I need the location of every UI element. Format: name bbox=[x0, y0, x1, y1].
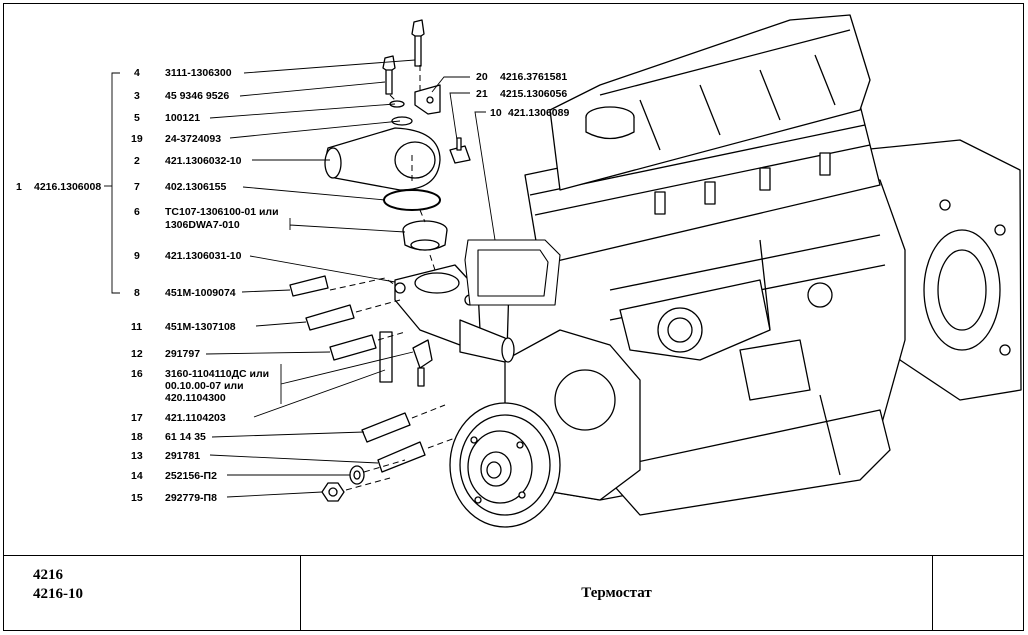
callout-number: 2 bbox=[134, 155, 140, 167]
callout-code: 24-3724093 bbox=[165, 133, 221, 145]
callout-number: 17 bbox=[131, 412, 143, 424]
callout-number: 14 bbox=[131, 470, 143, 482]
callout-code: 45 9346 9526 bbox=[165, 90, 229, 102]
callout-number: 12 bbox=[131, 348, 143, 360]
callout-code: 61 14 35 bbox=[165, 431, 206, 443]
title-block: 4216 4216-10 Термостат bbox=[3, 555, 1024, 631]
callout-number: 15 bbox=[131, 492, 143, 504]
callout-code: 421.1104203 bbox=[165, 412, 226, 424]
callout-code-line2: 00.10.00-07 или bbox=[165, 380, 244, 392]
callout-code: 3111-1306300 bbox=[165, 67, 232, 79]
callout-number: 5 bbox=[134, 112, 140, 124]
assembly-code: 4216.1306008 bbox=[34, 181, 101, 193]
callout-code: 291797 bbox=[165, 348, 200, 360]
callout-code: 252156-П2 bbox=[165, 470, 217, 482]
callout-code: 3160-1104110ДС или bbox=[165, 368, 269, 380]
callout-code: 402.1306155 bbox=[165, 181, 226, 193]
callout-code: 421.1306032-10 bbox=[165, 155, 242, 167]
model-1: 4216 bbox=[33, 567, 63, 583]
model-2: 4216-10 bbox=[33, 586, 83, 602]
callout-number: 3 bbox=[134, 90, 140, 102]
callout-number: 13 bbox=[131, 450, 143, 462]
assembly-axis-lines bbox=[329, 65, 456, 491]
model-cell: 4216 4216-10 bbox=[3, 556, 301, 630]
callout-number: 7 bbox=[134, 181, 140, 193]
callout-number: 9 bbox=[134, 250, 140, 262]
extra-cell bbox=[933, 556, 1022, 630]
callout-code: 421.1306031-10 bbox=[165, 250, 242, 262]
callout-number: 11 bbox=[131, 321, 142, 333]
thermostat-parts bbox=[289, 19, 561, 502]
callout-number: 20 bbox=[476, 71, 488, 83]
drawing-frame bbox=[3, 3, 1024, 631]
callout-code-line3: 420.1104300 bbox=[165, 392, 226, 404]
callout-number: 16 bbox=[131, 368, 143, 380]
exploded-view-diagram: 1 4216.1306008 4 3111-1306300 3 45 9346 … bbox=[16, 14, 1022, 528]
callout-code: 291781 bbox=[165, 450, 200, 462]
leader-lines bbox=[104, 59, 496, 498]
callout-code: 100121 bbox=[165, 112, 200, 124]
callout-number: 18 bbox=[131, 431, 143, 443]
callout-code: 4216.3761581 bbox=[500, 71, 567, 83]
callout-number: 6 bbox=[134, 206, 140, 218]
callout-code: 4215.1306056 bbox=[500, 88, 567, 100]
drawing-title: Термостат bbox=[581, 584, 652, 601]
callout-number: 4 bbox=[134, 67, 140, 79]
callout-number: 10 bbox=[490, 107, 502, 119]
callout-number: 8 bbox=[134, 287, 140, 299]
callout-number: 19 bbox=[131, 133, 143, 145]
callout-code: ТС107-1306100-01 или bbox=[165, 206, 279, 218]
title-cell: Термостат bbox=[301, 556, 933, 630]
callout-code: 451M-1307108 bbox=[165, 321, 236, 333]
engine-block-illustration bbox=[449, 14, 1022, 528]
assembly-number: 1 bbox=[16, 181, 22, 193]
callout-number: 21 bbox=[476, 88, 488, 100]
callout-code-line2: 1306DWA7-010 bbox=[165, 219, 240, 231]
callout-labels: 1 4216.1306008 4 3111-1306300 3 45 9346 … bbox=[16, 67, 569, 504]
callout-code: 421.1306089 bbox=[508, 107, 569, 119]
callout-code: 451M-1009074 bbox=[165, 287, 236, 299]
callout-code: 292779-П8 bbox=[165, 492, 217, 504]
